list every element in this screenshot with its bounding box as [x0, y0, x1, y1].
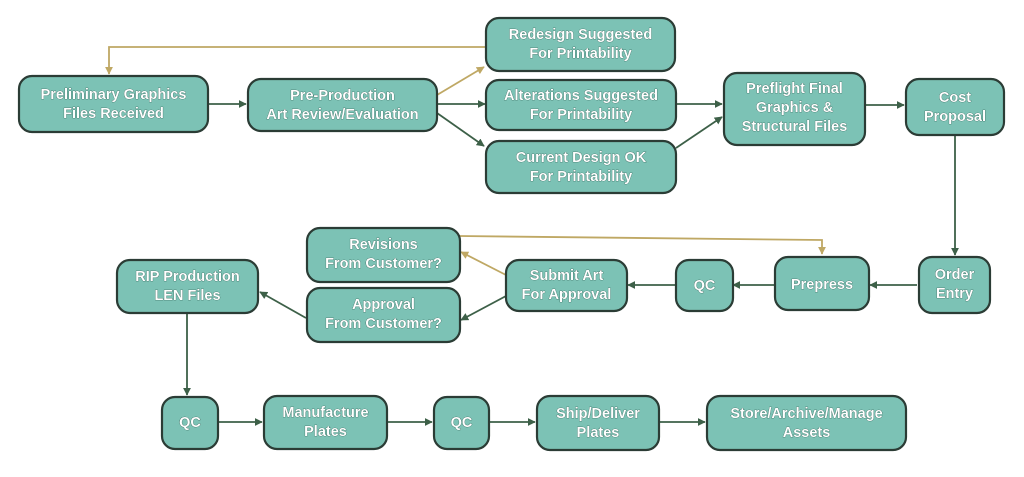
node-prepress: Prepress [773, 255, 871, 312]
node-label-line: Prepress [791, 277, 853, 293]
node-cost-proposal: Cost Proposal [904, 77, 1006, 137]
node-rip-production: RIP Production LEN Files [115, 258, 260, 315]
node-redesign-suggested: Redesign Suggested For Printability [484, 16, 677, 73]
node-label-line: Redesign Suggested [509, 27, 652, 43]
node-label-line: Alterations Suggested [504, 88, 658, 104]
node-label-line: Submit Art [530, 268, 604, 284]
node-label-line: Preliminary Graphics [41, 87, 187, 103]
node-label-line: Art Review/Evaluation [266, 107, 418, 123]
node-label-line: Revisions [349, 237, 418, 253]
arrow-approval-to-rip [259, 291, 307, 319]
node-label-line: For Approval [522, 287, 612, 303]
node-label-line: QC [694, 278, 716, 294]
node-label-line: Files Received [63, 106, 164, 122]
node-preliminary-graphics: Preliminary Graphics Files Received [17, 74, 210, 134]
arrow-revisions-to-prepress [458, 235, 826, 255]
node-label-line: Entry [936, 286, 973, 302]
node-label-line: Assets [783, 425, 831, 441]
node-submit-art: Submit Art For Approval [504, 258, 629, 313]
node-label-line: RIP Production [135, 269, 239, 285]
node-label-line: From Customer? [325, 256, 442, 272]
node-current-design-ok: Current Design OK For Printability [484, 139, 678, 195]
node-label-line: Order [935, 267, 975, 283]
node-approval-from-customer: Approval From Customer? [305, 286, 462, 344]
node-label-line: LEN Files [154, 288, 220, 304]
node-label-line: Proposal [924, 109, 986, 125]
node-label-line: Current Design OK [516, 150, 647, 166]
arrow-redesign-to-preliminary [105, 46, 486, 75]
node-alterations-suggested: Alterations Suggested For Printability [484, 78, 678, 132]
node-manufacture-plates: Manufacture Plates [262, 394, 389, 451]
node-label-line: Structural Files [742, 119, 848, 135]
node-preproduction-review: Pre-Production Art Review/Evaluation [246, 77, 439, 133]
connectors [105, 46, 959, 426]
node-label-line: Manufacture [282, 405, 368, 421]
arrow-preproduction-to-current-ok [436, 112, 485, 147]
node-label-line: Plates [304, 424, 347, 440]
node-order-entry: Order Entry [917, 255, 992, 315]
node-store-archive-assets: Store/Archive/Manage Assets [705, 394, 908, 452]
node-qc-prepress: QC [674, 258, 735, 313]
node-label-line: QC [451, 415, 473, 431]
node-label-line: Plates [577, 425, 620, 441]
arrow-submit-to-revisions [460, 251, 507, 276]
node-revisions-from-customer: Revisions From Customer? [305, 226, 462, 284]
node-label-line: Pre-Production [290, 88, 395, 104]
node-label-line: Ship/Deliver [556, 406, 640, 422]
node-qc-plates: QC [432, 395, 491, 451]
node-label-line: From Customer? [325, 316, 442, 332]
node-label-line: For Printability [530, 107, 632, 123]
node-qc-rip: QC [160, 395, 220, 451]
node-ship-deliver-plates: Ship/Deliver Plates [535, 394, 661, 452]
node-label-line: Store/Archive/Manage [730, 406, 882, 422]
node-label-line: For Printability [529, 46, 631, 62]
node-label-line: Preflight Final [746, 81, 843, 97]
arrow-current-ok-to-preflight [675, 116, 723, 149]
arrow-submit-to-approval [460, 295, 507, 321]
node-label-line: Cost [939, 90, 971, 106]
node-label-line: For Printability [530, 169, 632, 185]
node-label-line: Graphics & [756, 100, 834, 116]
arrow-preproduction-to-redesign [436, 66, 485, 96]
node-preflight-final: Preflight Final Graphics & Structural Fi… [722, 71, 867, 147]
node-label-line: Approval [352, 297, 415, 313]
node-label-line: QC [179, 415, 201, 431]
